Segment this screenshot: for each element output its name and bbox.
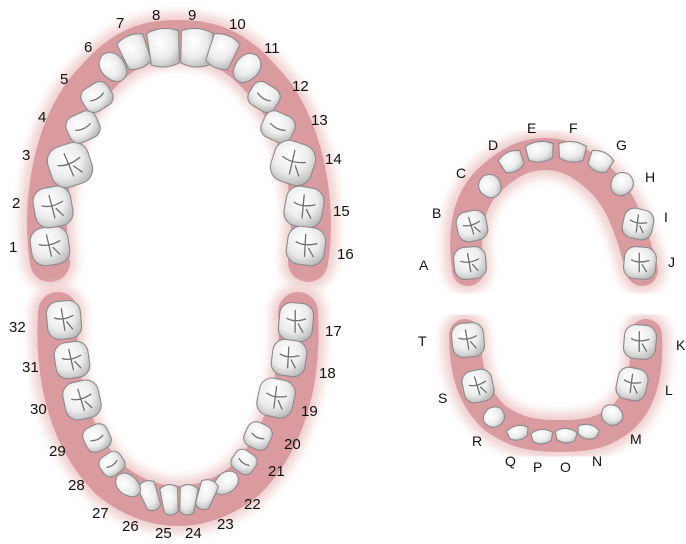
tooth-label-9: 9 xyxy=(188,7,196,24)
tooth-label-L: L xyxy=(665,382,673,398)
permanent-upper-molar-tooth-16 xyxy=(285,225,328,268)
tooth-label-22: 22 xyxy=(244,496,261,513)
tooth-label-B: B xyxy=(432,205,441,221)
tooth-label-R: R xyxy=(472,433,482,449)
primary-upper-molar-tooth-A xyxy=(453,246,488,281)
tooth-label-21: 21 xyxy=(268,463,285,480)
tooth-label-G: G xyxy=(616,137,627,153)
tooth-label-32: 32 xyxy=(9,319,26,336)
primary-lower-molar-tooth-T xyxy=(451,322,486,359)
tooth-label-8: 8 xyxy=(152,7,160,24)
teeth-layer xyxy=(29,27,658,516)
tooth-label-5: 5 xyxy=(60,71,68,88)
tooth-label-16: 16 xyxy=(337,246,354,263)
primary-upper-molar-tooth-J xyxy=(623,246,658,281)
permanent-lower-molar-tooth-31 xyxy=(53,340,92,380)
tooth-label-18: 18 xyxy=(319,365,336,382)
tooth-label-Q: Q xyxy=(505,453,516,469)
tooth-label-3: 3 xyxy=(22,147,30,164)
tooth-label-20: 20 xyxy=(284,436,301,453)
tooth-label-15: 15 xyxy=(333,203,350,220)
permanent-upper-incisor-tooth-8 xyxy=(146,27,181,68)
tooth-label-6: 6 xyxy=(84,39,92,56)
tooth-label-26: 26 xyxy=(122,518,139,535)
tooth-label-O: O xyxy=(560,459,571,475)
permanent-lower-molar-tooth-32 xyxy=(45,300,82,341)
tooth-label-T: T xyxy=(418,333,427,349)
tooth-label-F: F xyxy=(569,120,578,136)
tooth-label-13: 13 xyxy=(311,112,328,129)
tooth-label-M: M xyxy=(630,431,642,447)
tooth-label-I: I xyxy=(664,209,668,225)
tooth-label-23: 23 xyxy=(217,516,234,533)
tooth-label-10: 10 xyxy=(229,16,246,33)
tooth-label-2: 2 xyxy=(12,195,20,212)
primary-lower-molar-tooth-K xyxy=(623,324,658,361)
tooth-label-12: 12 xyxy=(292,78,309,95)
tooth-label-D: D xyxy=(488,137,498,153)
tooth-label-28: 28 xyxy=(68,477,85,494)
tooth-label-N: N xyxy=(592,453,602,469)
tooth-label-7: 7 xyxy=(116,15,124,32)
tooth-label-31: 31 xyxy=(22,359,39,376)
tooth-label-E: E xyxy=(527,120,536,136)
tooth-label-17: 17 xyxy=(325,323,342,340)
tooth-label-J: J xyxy=(668,254,675,270)
tooth-label-27: 27 xyxy=(92,505,109,522)
permanent-lower-molar-tooth-17 xyxy=(277,302,314,343)
tooth-label-11: 11 xyxy=(264,40,280,57)
tooth-label-C: C xyxy=(456,165,466,181)
tooth-label-29: 29 xyxy=(49,443,66,460)
tooth-label-24: 24 xyxy=(185,525,202,542)
tooth-label-19: 19 xyxy=(301,403,318,420)
tooth-label-30: 30 xyxy=(30,401,47,418)
tooth-label-4: 4 xyxy=(38,109,46,126)
tooth-label-A: A xyxy=(419,257,429,273)
tooth-label-P: P xyxy=(533,459,542,475)
tooth-label-H: H xyxy=(645,169,655,185)
permanent-upper-molar-tooth-1 xyxy=(29,225,72,268)
tooth-label-14: 14 xyxy=(325,151,342,168)
tooth-label-K: K xyxy=(676,337,686,353)
permanent-lower-molar-tooth-18 xyxy=(270,338,309,378)
gum-band-primary-upper xyxy=(466,154,642,270)
tooth-label-S: S xyxy=(438,390,447,406)
tooth-label-25: 25 xyxy=(155,525,172,542)
tooth-label-1: 1 xyxy=(9,239,17,256)
